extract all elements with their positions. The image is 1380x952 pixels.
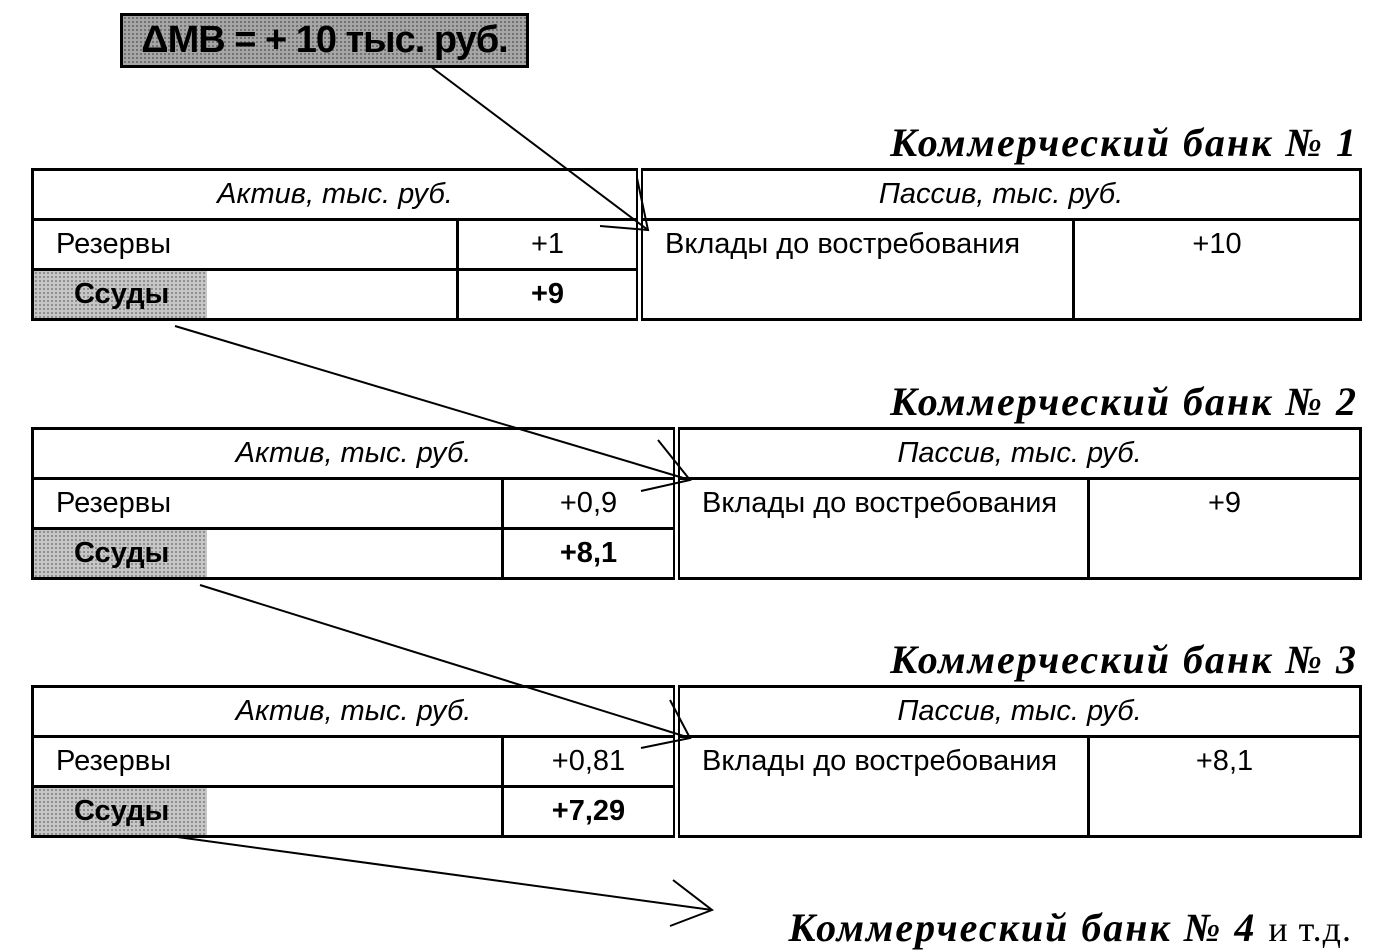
bank-2-loans-value: +8,1 [501, 527, 678, 580]
money-base-box: ΔMB = + 10 тыс. руб. [120, 13, 529, 68]
bank-2-balance-table: Актив, тыс. руб. Пассив, тыс. руб. Резер… [31, 427, 1362, 580]
bank-4-title: Коммерческий банк № 4 и т.д. [788, 906, 1352, 951]
bank-2-liabilities-header: Пассив, тыс. руб. [673, 427, 1362, 480]
bank-3-loans-value: +7,29 [501, 785, 678, 838]
bank-2-deposits-value: +9 [1087, 477, 1362, 580]
bank-2-reserves-value: +0,9 [501, 477, 678, 530]
bank-4-suffix: и т.д. [1268, 909, 1352, 949]
bank-3-assets-header: Актив, тыс. руб. [31, 685, 678, 738]
bank-1-assets-header: Актив, тыс. руб. [31, 168, 641, 221]
bank-2-deposits-label: Вклады до востребования [673, 477, 1090, 580]
bank-3-reserves-label: Резервы [31, 735, 504, 788]
bank-3-deposits-label: Вклады до востребования [673, 735, 1090, 838]
bank-3-loans-cell: Ссуды [31, 785, 504, 838]
bank-4-title-text: Коммерческий банк № 4 [788, 905, 1257, 950]
bank-1-title: Коммерческий банк № 1 [890, 120, 1358, 165]
bank-1-loans-cell: Ссуды [31, 268, 459, 321]
bank-2-loans-label: Ссуды [34, 530, 208, 577]
bank-3-deposits-value: +8,1 [1087, 735, 1362, 838]
bank-3-liabilities-header: Пассив, тыс. руб. [673, 685, 1362, 738]
bank-1-reserves-label: Резервы [31, 218, 459, 271]
bank-1-loans-value: +9 [456, 268, 641, 321]
bank-1-deposits-label: Вклады до востребования [636, 218, 1075, 321]
bank-2-title: Коммерческий банк № 2 [890, 379, 1358, 424]
bank-1-balance-table: Актив, тыс. руб. Пассив, тыс. руб. Резер… [31, 168, 1362, 321]
bank-3-reserves-value: +0,81 [501, 735, 678, 788]
bank-1-loans-label: Ссуды [34, 271, 208, 318]
bank-2-loans-cell: Ссуды [31, 527, 504, 580]
arrow-bank-3-to-bank-4 [169, 835, 715, 927]
bank-2-reserves-label: Резервы [31, 477, 504, 530]
bank-1-reserves-value: +1 [456, 218, 641, 271]
bank-3-balance-table: Актив, тыс. руб. Пассив, тыс. руб. Резер… [31, 685, 1362, 838]
bank-2-assets-header: Актив, тыс. руб. [31, 427, 678, 480]
bank-3-title: Коммерческий банк № 3 [890, 637, 1358, 682]
bank-1-liabilities-header: Пассив, тыс. руб. [636, 168, 1362, 221]
bank-1-deposits-value: +10 [1072, 218, 1362, 321]
bank-3-loans-label: Ссуды [34, 788, 208, 835]
